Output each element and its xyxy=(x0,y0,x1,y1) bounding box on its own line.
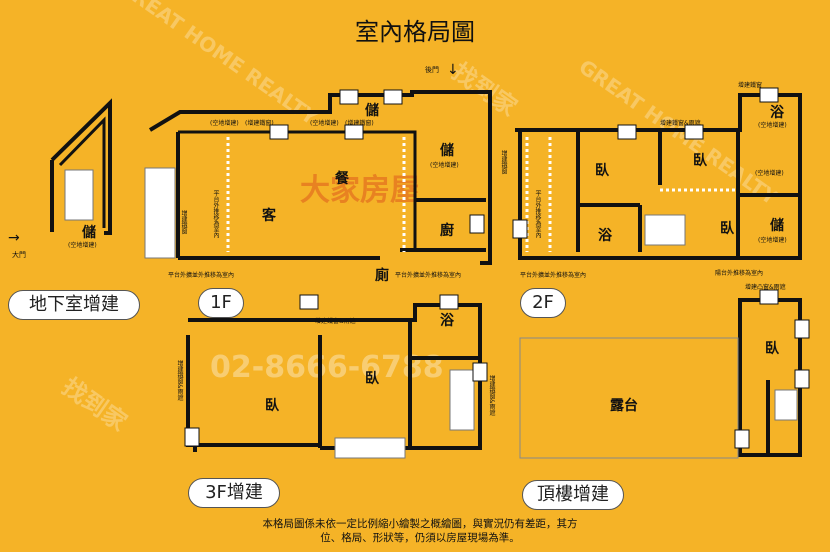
window-marker xyxy=(759,87,779,103)
window-marker xyxy=(794,319,810,339)
floor-tag-basement: 地下室增建 xyxy=(8,290,140,320)
window-marker xyxy=(339,89,359,105)
room-label-3f-bedroom-1: 臥 xyxy=(265,398,279,414)
front-door-label: 大門 xyxy=(12,251,26,259)
room-label-2f-bedroom-2: 臥 xyxy=(693,153,707,169)
floor1-void-label-2: (空地增建) xyxy=(210,120,239,127)
floor2-platform-vertical: 平台外推移為室內 xyxy=(534,190,541,238)
floor3-stair xyxy=(334,437,406,459)
floor1-iron-window-label-2: (增建鐵窗) xyxy=(345,120,374,127)
footer-note: 本格局圖係未依一定比例縮小繪製之概繪圖，與實況仍有差距，其方位、格局、形狀等，仍… xyxy=(262,518,578,544)
room-label-1f-storage-2: 儲 xyxy=(440,143,454,159)
terrace-area xyxy=(519,337,739,459)
floor-tag-3f: 3F增建 xyxy=(188,478,280,508)
window-marker xyxy=(794,369,810,389)
floor2-void-label-3: (空地增建) xyxy=(758,237,787,244)
room-label-2f-bath: 浴 xyxy=(598,228,612,244)
floor1-iron-window-label: (增建鐵窗) xyxy=(245,120,274,127)
basement-inner xyxy=(58,116,106,228)
floor1-iron-window-vertical: 增建鐵窗 xyxy=(180,210,187,234)
window-marker xyxy=(383,89,403,105)
window-marker xyxy=(469,214,485,234)
floor2-void-label: (空地增建) xyxy=(758,122,787,129)
roof-stair xyxy=(774,389,798,421)
room-label-2f-bath-2: 浴 xyxy=(770,105,784,121)
window-marker xyxy=(684,124,704,140)
window-marker xyxy=(472,362,488,382)
room-label-roof-bedroom: 臥 xyxy=(765,341,779,357)
room-label-2f-bedroom-3: 臥 xyxy=(720,221,734,237)
window-marker xyxy=(269,124,289,140)
floor2-stair xyxy=(644,214,686,246)
back-door-arrow: ↓ xyxy=(447,62,459,78)
floor1-walls xyxy=(148,90,492,265)
floor3-iron-window-label: 增建鐵窗&雨遮 xyxy=(315,318,356,325)
front-door-arrow: → xyxy=(8,230,20,246)
roof-window-label: 增建凸窗&雨遮 xyxy=(745,284,786,291)
floor1-void-label-3: (空地增建) xyxy=(310,120,339,127)
floor2-iron-window-label-2: 增建鐵窗 xyxy=(738,82,763,89)
room-label-dining: 餐 xyxy=(335,171,349,187)
window-marker xyxy=(299,294,319,310)
room-label-terrace: 露台 xyxy=(610,398,638,414)
room-label-2f-storage: 儲 xyxy=(770,218,784,234)
floor1-platform-label: 平台外擴並外推移為室內 xyxy=(168,272,235,279)
floor3-iron-window-vertical: 增建鐵窗&雨遮 xyxy=(176,360,183,401)
floor2-iron-window-label: 增建鐵窗&雨遮 xyxy=(660,120,701,127)
floor1-outer xyxy=(178,130,417,250)
room-label-living: 客 xyxy=(262,208,276,224)
room-label-3f-bath: 浴 xyxy=(440,313,454,329)
room-label-kitchen: 廚 xyxy=(440,223,454,239)
floor1-stair xyxy=(144,167,176,259)
window-marker xyxy=(439,294,459,310)
floor-tag-roof: 頂樓增建 xyxy=(522,480,624,510)
floor3-stair-2 xyxy=(449,369,475,431)
floor3-outer xyxy=(188,303,482,450)
floor1-platform-label-2: 平台外擴並外推移為室內 xyxy=(395,272,462,279)
room-label-basement-storage: 儲 xyxy=(82,225,96,241)
floor3-iron-window-vertical-2: 增建鐵窗&雨遮 xyxy=(488,375,495,416)
floor1-platform-vertical: 平台外推移為室內 xyxy=(212,190,219,238)
window-marker xyxy=(734,429,750,449)
floor1-void-label: (空地增建) xyxy=(430,162,459,169)
room-label-2f-bedroom-1: 臥 xyxy=(595,163,609,179)
window-marker xyxy=(759,289,779,305)
basement-stair xyxy=(64,169,94,221)
window-marker xyxy=(184,427,200,447)
room-label-3f-bedroom-2: 臥 xyxy=(365,371,379,387)
room-label-1f-storage: 儲 xyxy=(365,103,379,119)
floor2-iron-window-vertical: 增建鐵窗 xyxy=(500,150,507,174)
back-door-label: 後門 xyxy=(425,66,439,74)
page-title: 室內格局圖 xyxy=(355,18,475,46)
floor-tag-2f: 2F xyxy=(520,288,566,318)
window-marker xyxy=(617,124,637,140)
floor2-balcony-label: 陽台外推移為室內 xyxy=(715,270,764,277)
floor-tag-1f: 1F xyxy=(198,288,244,318)
roof-walls xyxy=(738,298,802,457)
floor2-void-label-2: (空地增建) xyxy=(755,170,784,177)
room-label-toilet: 廁 xyxy=(375,268,389,284)
window-marker xyxy=(512,219,528,239)
floor2-platform-label: 平台外擴並外推移為室內 xyxy=(520,272,587,279)
window-marker xyxy=(344,124,364,140)
basement-void-label: (空地增建) xyxy=(68,242,97,249)
basement-walls xyxy=(50,98,112,235)
